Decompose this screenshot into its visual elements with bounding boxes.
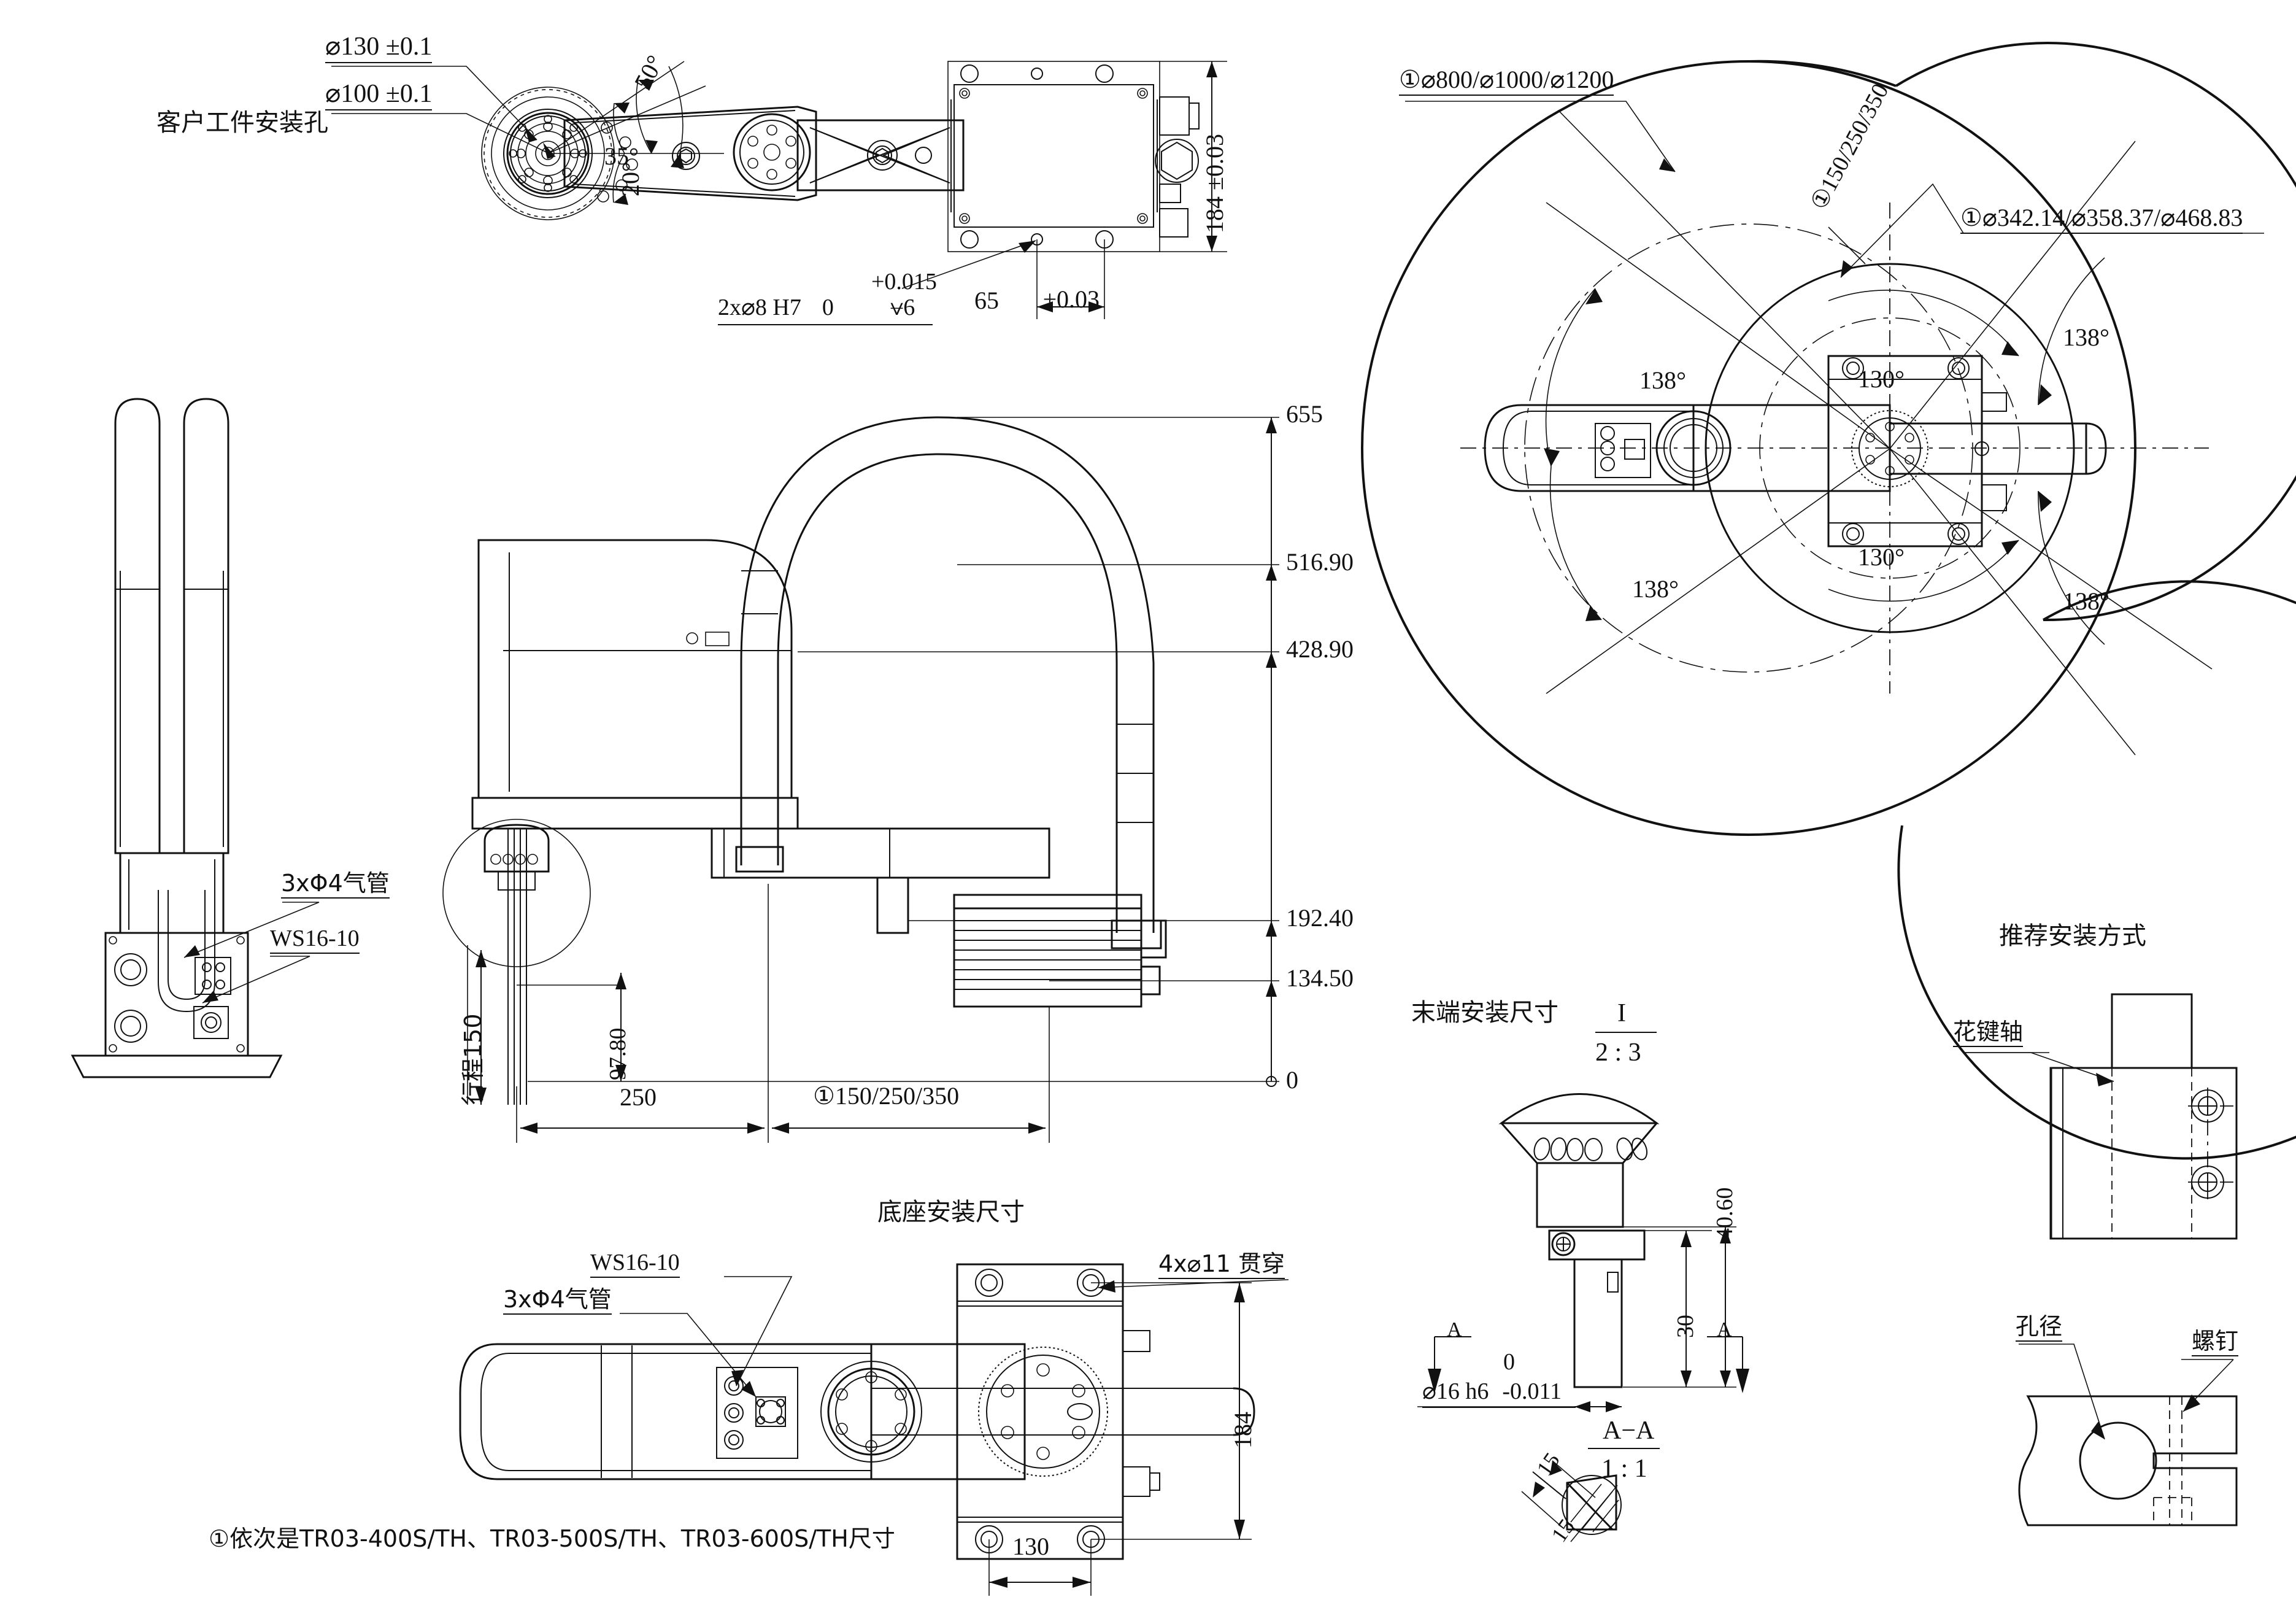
install-detail-title: 推荐安装方式 <box>1999 922 2146 950</box>
dim-work-envelope-outer: ①⌀800/⌀1000/⌀1200 <box>1399 68 1614 96</box>
pin-spec: 2x⌀8 H7 0 ⩝6 <box>718 296 915 319</box>
shaft-tol-bottom: -0.011 <box>1502 1378 1562 1404</box>
label-air-tube-left: 3xΦ4气管 <box>281 872 390 899</box>
height-516-90: 516.90 <box>1286 548 1354 576</box>
label-spline-shaft: 花键轴 <box>1953 1020 2024 1047</box>
section-arrow-a-left: A <box>1447 1318 1462 1341</box>
top-view-customer-hole-label: 客户工件安装孔 <box>156 109 328 137</box>
height-655: 655 <box>1286 400 1323 428</box>
shaft-tol-top: 0 <box>1503 1349 1515 1375</box>
height-134-50: 134.50 <box>1286 964 1354 992</box>
pin-depth: ⩝6 <box>890 295 915 320</box>
bottom-view-title: 底座安装尺寸 <box>877 1198 1025 1226</box>
angle-138-right-lower: 138° <box>2063 587 2109 615</box>
pin-note-underline <box>718 324 933 325</box>
dim-250: 250 <box>620 1083 657 1111</box>
shaft-note-underline <box>1422 1407 1576 1408</box>
section-tag-aa: A−A <box>1603 1417 1655 1445</box>
end-detail-view-tag: I <box>1617 999 1626 1027</box>
angle-138-left-lower: 138° <box>1632 575 1679 603</box>
section-scale-aa: 1 : 1 <box>1601 1455 1647 1483</box>
dim-d100: ⌀100 ±0.1 <box>325 81 433 110</box>
shaft-spec-dia: ⌀16 h6 <box>1422 1378 1489 1404</box>
bottom-caption: ①依次是TR03-400S/TH、TR03-500S/TH、TR03-600S/… <box>209 1525 895 1552</box>
shaft-spec: ⌀16 h6 -0.011 <box>1422 1380 1562 1403</box>
label-air-tube-bottom: 3xΦ4气管 <box>503 1288 612 1315</box>
angle-138-right-upper: 138° <box>2063 323 2109 351</box>
label-connector-left: WS16-10 <box>270 927 360 954</box>
dim-work-envelope-inner: ①⌀342.14/⌀358.37/⌀468.83 <box>1960 206 2243 234</box>
end-detail-view-scale: 2 : 3 <box>1595 1038 1641 1067</box>
pin-tolerance-lower: 0 <box>822 295 834 320</box>
dim-130-bottom: 130 <box>1012 1533 1049 1560</box>
dim-arm2-side: ①150/250/350 <box>813 1082 960 1110</box>
height-0: 0 <box>1286 1066 1298 1094</box>
dim-65-tolerance: ±0.03 <box>1043 285 1100 313</box>
pin-spec-prefix: 2x⌀8 H7 <box>718 295 801 320</box>
label-bore: 孔径 <box>2016 1315 2063 1342</box>
pin-tolerance-upper: +0.015 <box>871 269 937 295</box>
angle-130-upper: 130° <box>1858 365 1905 393</box>
dim-d130: ⌀130 ±0.1 <box>325 34 433 63</box>
label-thru-holes: 4x⌀11 贯穿 <box>1158 1252 1285 1279</box>
angle-35: 35° <box>604 142 639 170</box>
label-connector-bottom: WS16-10 <box>590 1251 680 1278</box>
end-detail-title: 末端安装尺寸 <box>1411 999 1558 1027</box>
angle-138-left-upper: 138° <box>1639 366 1686 394</box>
angle-130-lower: 130° <box>1858 543 1905 571</box>
height-192-40: 192.40 <box>1286 904 1354 932</box>
section-arrow-a-right: A <box>1717 1318 1732 1341</box>
dim-65: 65 <box>974 287 999 314</box>
height-428-90: 428.90 <box>1286 635 1354 663</box>
label-screw: 螺钉 <box>2192 1329 2239 1356</box>
